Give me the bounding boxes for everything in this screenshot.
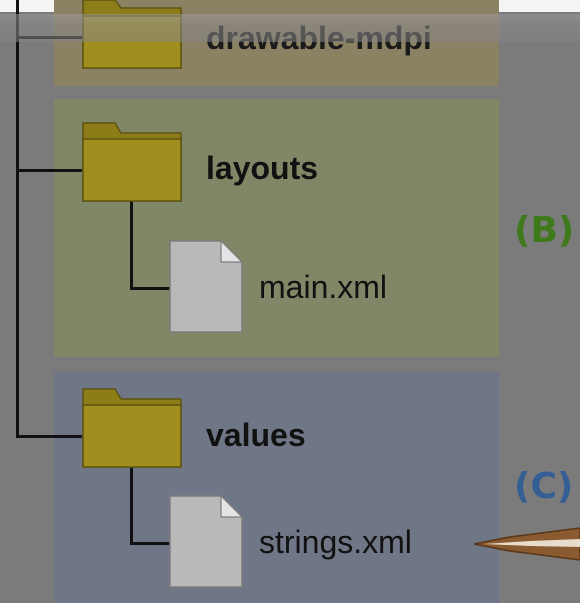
connector-strings-horizontal [130,542,170,545]
file-icon[interactable] [169,495,243,588]
folder-icon[interactable] [81,119,183,203]
folder-icon[interactable] [81,385,183,469]
file-icon[interactable] [169,240,243,333]
connector-values [16,435,82,438]
connector-main-horizontal [130,287,170,290]
file-label-main-xml[interactable]: main.xml [259,269,388,305]
connector-strings-vertical [130,466,133,545]
annotation-c: (C) [514,466,574,507]
file-label-strings-xml[interactable]: strings.xml [259,524,412,560]
connector-main-vertical [130,200,133,290]
annotation-b: (B) [514,210,575,251]
connector-layouts [16,169,82,172]
top-overlay-bar [0,14,580,42]
arrow-icon [473,527,580,561]
folder-label-layouts[interactable]: layouts [206,150,319,186]
tree-trunk-line [16,0,19,438]
folder-label-values[interactable]: values [206,417,306,453]
